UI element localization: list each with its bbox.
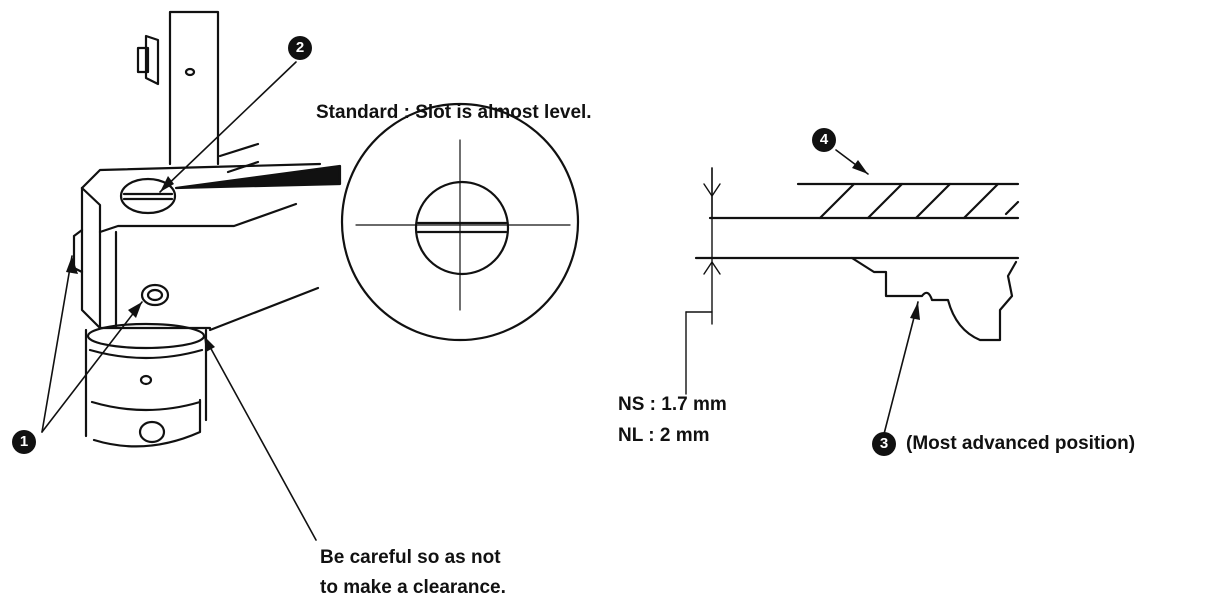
mechanism-drawing — [72, 10, 580, 448]
callout-1: 1 — [12, 430, 36, 454]
arrowheads-left — [66, 176, 215, 352]
leader-lines-right — [835, 149, 919, 435]
callout-2: 2 — [288, 36, 312, 60]
magnified-view — [340, 102, 580, 342]
arrowheads-right — [852, 160, 920, 320]
callout-4: 4 — [812, 128, 836, 152]
nl-label: NL : 2 mm — [618, 425, 710, 446]
callout-3: 3 — [872, 432, 896, 456]
screw-1 — [140, 283, 170, 307]
standard-label: Standard : Slot is almost level. — [316, 102, 592, 123]
ns-label: NS : 1.7 mm — [618, 394, 727, 415]
most-advanced-label: (Most advanced position) — [906, 433, 1136, 454]
careful-label-line1: Be careful so as not — [320, 547, 501, 568]
screw-2 — [119, 177, 177, 215]
careful-label-line2: to make a clearance. — [320, 577, 506, 598]
gauge-section — [685, 167, 1020, 395]
leader-lines-left — [41, 61, 317, 541]
